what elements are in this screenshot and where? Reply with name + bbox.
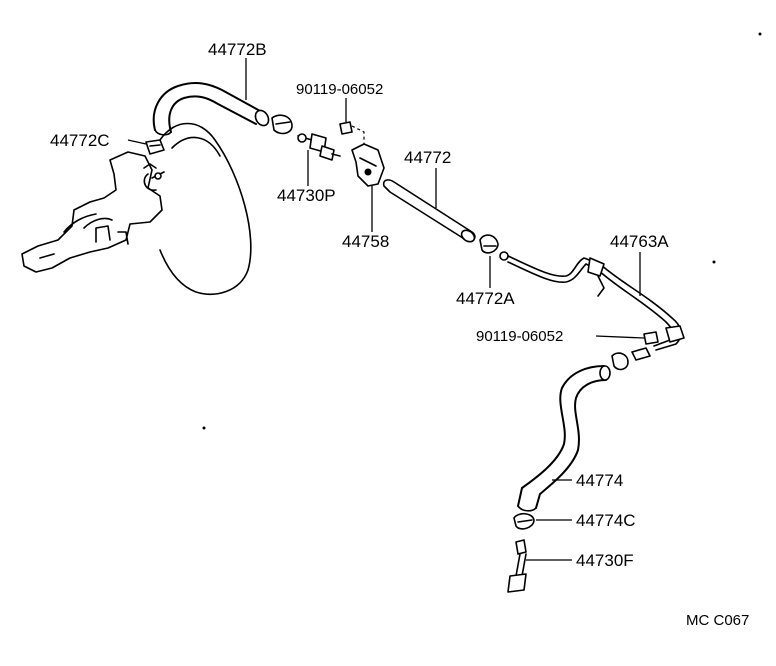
clamp-44772c — [145, 139, 165, 155]
check-valve-44730p — [297, 133, 341, 161]
leader-lines — [127, 58, 645, 561]
clamp-44772a — [479, 234, 499, 254]
clamp-upper — [271, 114, 293, 135]
hose-44772b — [152, 82, 270, 136]
clamp-44774c — [513, 512, 535, 530]
label-44774c: 44774C — [576, 511, 636, 530]
label-44730f: 44730F — [576, 551, 634, 570]
label-44772c: 44772C — [50, 131, 110, 150]
label-44774: 44774 — [576, 471, 623, 490]
valve-44730f — [507, 539, 527, 593]
label-bolt-upper: 90119-06052 — [296, 81, 383, 98]
label-44772b: 44772B — [208, 40, 267, 59]
brake-booster — [21, 122, 252, 295]
label-44758: 44758 — [342, 232, 389, 251]
label-bolt-lower: 90119-06052 — [476, 328, 563, 345]
label-44730p: 44730P — [277, 186, 336, 205]
bolt-lower — [643, 331, 659, 345]
clamp-lower-top — [611, 347, 651, 371]
hose-44772 — [382, 179, 476, 243]
tube-44763a — [499, 251, 685, 351]
specks — [202, 32, 762, 430]
bracket-44758 — [351, 143, 385, 187]
label-44772: 44772 — [404, 148, 451, 167]
bolt-upper — [339, 121, 365, 148]
label-44763a: 44763A — [610, 232, 669, 251]
label-44772a: 44772A — [456, 289, 515, 308]
diagram-code: MC C067 — [686, 612, 749, 629]
